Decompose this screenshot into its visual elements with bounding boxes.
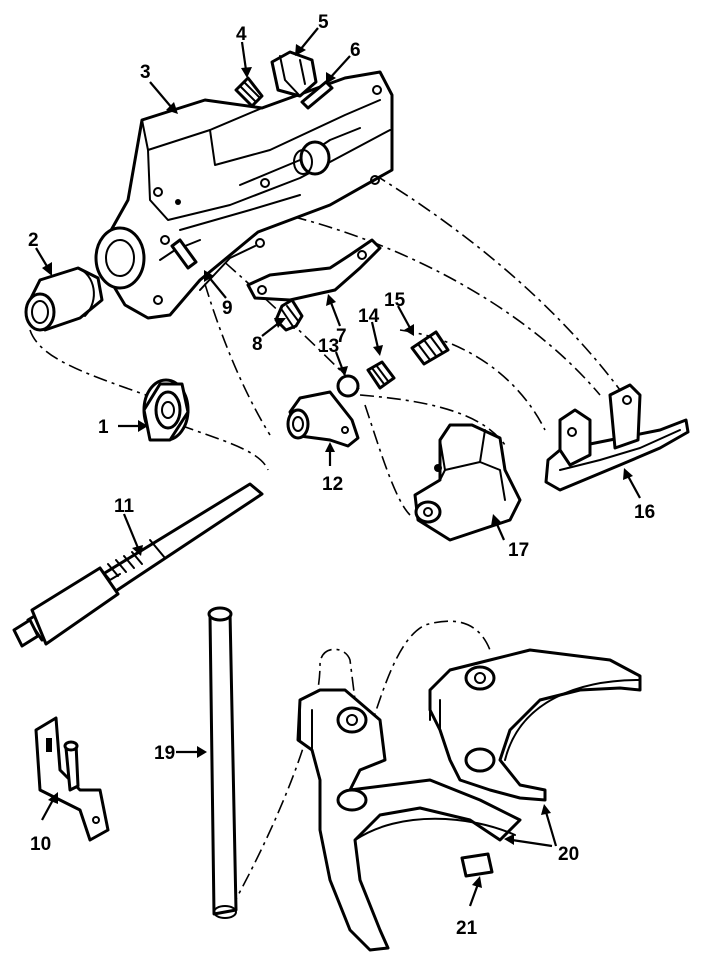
callout-arrows	[35, 27, 641, 907]
label-part-21: 21	[456, 918, 478, 939]
label-part-10: 10	[30, 834, 51, 855]
bracket-plate	[246, 238, 382, 302]
label-part-13: 13	[318, 336, 339, 357]
seal-sleeve	[24, 266, 104, 332]
part-number-labels: 1 2 3 4 5 6 7 8 9 10 11 12 13 14 15 16 1…	[28, 12, 655, 939]
label-part-9: 9	[222, 298, 233, 319]
roll-pin	[170, 238, 198, 270]
label-part-8: 8	[252, 334, 263, 355]
label-part-6: 6	[350, 40, 361, 61]
detent-ball-spring	[336, 330, 450, 398]
label-part-3: 3	[140, 62, 151, 83]
label-part-19: 19	[154, 743, 175, 764]
label-part-15: 15	[384, 290, 406, 311]
shift-rod-19	[207, 606, 238, 919]
label-part-17: 17	[508, 540, 529, 561]
shift-shaft	[12, 482, 264, 648]
bushing	[142, 378, 190, 442]
label-part-7: 7	[336, 326, 347, 347]
label-part-4: 4	[236, 24, 247, 45]
shift-fork-front	[296, 688, 522, 952]
shift-rail-bracket-16	[544, 383, 690, 492]
bracket-10	[34, 716, 110, 842]
small-parts-top	[234, 50, 334, 110]
label-part-14: 14	[358, 306, 380, 327]
label-part-20: 20	[558, 844, 579, 865]
label-part-11: 11	[114, 496, 135, 517]
label-part-1: 1	[98, 417, 109, 438]
shift-fork-rear	[428, 648, 642, 802]
label-part-2: 2	[28, 230, 39, 251]
selector-interlock-17	[413, 423, 522, 542]
label-part-12: 12	[322, 474, 343, 495]
shift-housing	[94, 70, 394, 320]
label-part-16: 16	[634, 502, 655, 523]
key-21	[460, 852, 494, 878]
label-part-5: 5	[318, 12, 329, 33]
shift-lever-12	[286, 390, 360, 448]
